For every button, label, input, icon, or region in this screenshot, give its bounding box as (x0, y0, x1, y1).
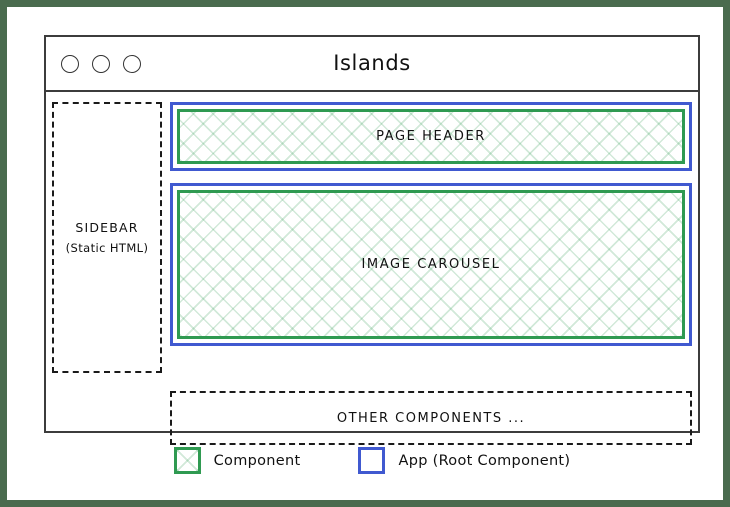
app-swatch-icon (358, 447, 386, 474)
other-components-placeholder: OTHER COMPONENTS ... (170, 391, 692, 445)
legend-item-component: Component (173, 447, 301, 474)
legend-label-component: Component (213, 452, 301, 469)
component-image-carousel-label: IMAGE CAROUSEL (361, 257, 501, 272)
component-swatch-icon (173, 447, 201, 474)
browser-titlebar: Islands (46, 37, 698, 92)
sidebar-subtitle: (Static HTML) (65, 241, 149, 255)
window-maximize-dot-icon[interactable] (123, 55, 141, 73)
legend: Component App (Root Component) (7, 447, 730, 474)
browser-window-mockup: Islands SIDEBAR (Static HTML) PAGE HEADE… (44, 35, 700, 445)
component-page-header-label: PAGE HEADER (376, 129, 486, 144)
window-close-dot-icon[interactable] (61, 55, 79, 73)
browser-content-area: SIDEBAR (Static HTML) PAGE HEADER IMAGE … (46, 92, 698, 445)
window-minimize-dot-icon[interactable] (92, 55, 110, 73)
sidebar-title: SIDEBAR (75, 220, 139, 235)
app-root-wrapper-image-carousel: IMAGE CAROUSEL (170, 183, 692, 346)
window-title: Islands (333, 51, 411, 75)
legend-item-app: App (Root Component) (358, 447, 570, 474)
app-root-wrapper-page-header: PAGE HEADER (170, 102, 692, 171)
component-image-carousel: IMAGE CAROUSEL (177, 190, 685, 339)
other-components-label: OTHER COMPONENTS ... (336, 410, 526, 426)
legend-label-app: App (Root Component) (398, 452, 571, 469)
sidebar-static-html: SIDEBAR (Static HTML) (52, 102, 162, 373)
component-page-header: PAGE HEADER (177, 109, 685, 164)
